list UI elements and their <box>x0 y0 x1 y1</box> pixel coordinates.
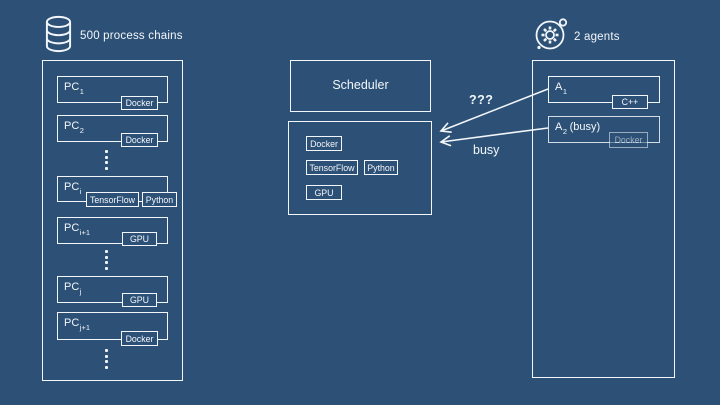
process-chains-header: 500 process chains <box>80 30 183 42</box>
pci-label: PCi <box>64 181 82 197</box>
busy-arrow-label: busy <box>473 143 500 157</box>
pci-tensorflow-badge: TensorFlow <box>86 192 139 207</box>
pcj-box: PCj <box>57 276 168 303</box>
pci-python-badge: Python <box>142 192 177 207</box>
resource-gpu-badge: GPU <box>306 185 342 200</box>
resource-python-badge: Python <box>364 160 398 175</box>
pcj-gpu-badge: GPU <box>122 293 157 307</box>
resource-docker-badge: Docker <box>306 136 342 151</box>
agent2-label: A2 (busy) <box>555 121 601 137</box>
ellipsis-2 <box>105 250 109 270</box>
pcj1-docker-badge: Docker <box>121 331 158 346</box>
agent1-label: A1 <box>555 81 568 97</box>
process-chains-container <box>42 60 183 381</box>
pci1-gpu-badge: GPU <box>122 232 157 246</box>
pc1-label: PC1 <box>64 81 84 97</box>
pcj1-box: PCj+1 <box>57 312 168 340</box>
pci1-label: PCi+1 <box>64 222 90 238</box>
agent2-docker-badge: Docker <box>609 132 648 148</box>
pc1-docker-badge: Docker <box>121 96 158 110</box>
ellipsis-3 <box>105 349 109 369</box>
scheduler-box: Scheduler <box>290 60 431 112</box>
agents-header: 2 agents <box>574 31 620 43</box>
pcj1-label: PCj+1 <box>64 317 90 333</box>
ellipsis-1 <box>105 150 109 170</box>
gear-icon <box>535 18 568 50</box>
database-icon <box>45 15 72 53</box>
agent1-cpp-badge: C++ <box>612 95 648 109</box>
agents-container <box>532 60 675 378</box>
scheduler-title: Scheduler <box>332 78 389 92</box>
pc2-docker-badge: Docker <box>121 133 158 147</box>
pci1-box: PCi+1 <box>57 217 168 244</box>
question-arrow-label: ??? <box>469 93 494 107</box>
pcj-label: PCj <box>64 281 82 297</box>
pc2-box: PC2 <box>57 115 168 142</box>
resource-tensorflow-badge: TensorFlow <box>306 160 358 175</box>
pc1-box: PC1 <box>57 76 168 103</box>
pc2-label: PC2 <box>64 120 84 136</box>
scheduler-resources-box <box>288 121 432 215</box>
